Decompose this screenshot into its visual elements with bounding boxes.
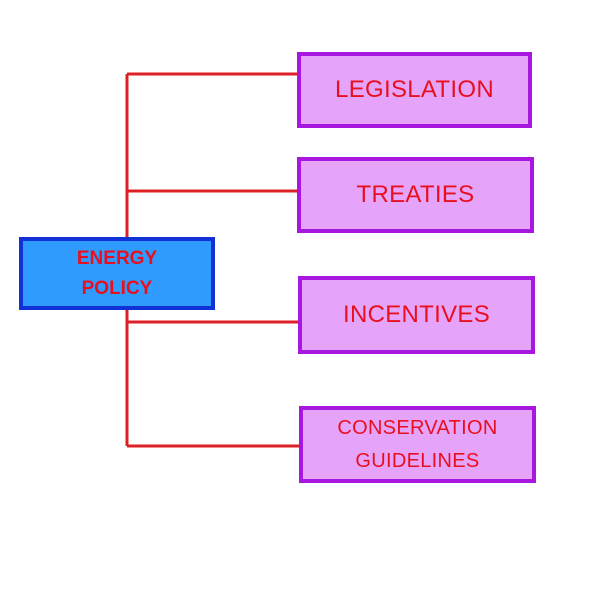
child-node-treaties: TREATIES	[297, 157, 534, 233]
child-node-label: LEGISLATION	[335, 76, 494, 103]
child-node-label: INCENTIVES	[342, 301, 491, 328]
child-node-incentives: INCENTIVES	[298, 276, 535, 354]
root-node-label: ENERGY POLICY	[77, 244, 157, 304]
child-node-label: CONSERVATION GUIDELINES	[337, 412, 497, 478]
child-node-label-line-1: CONSERVATION	[337, 416, 498, 439]
root-node-label-line-2: POLICY	[81, 277, 153, 299]
child-node-label-line-2: GUIDELINES	[355, 449, 480, 472]
root-node-label-line-1: ENERGY	[76, 247, 158, 269]
child-node-label: TREATIES	[356, 181, 475, 208]
child-node-conservation-guidelines: CONSERVATION GUIDELINES	[299, 406, 536, 483]
child-node-legislation: LEGISLATION	[297, 52, 532, 128]
root-node-energy-policy: ENERGY POLICY	[19, 237, 215, 310]
